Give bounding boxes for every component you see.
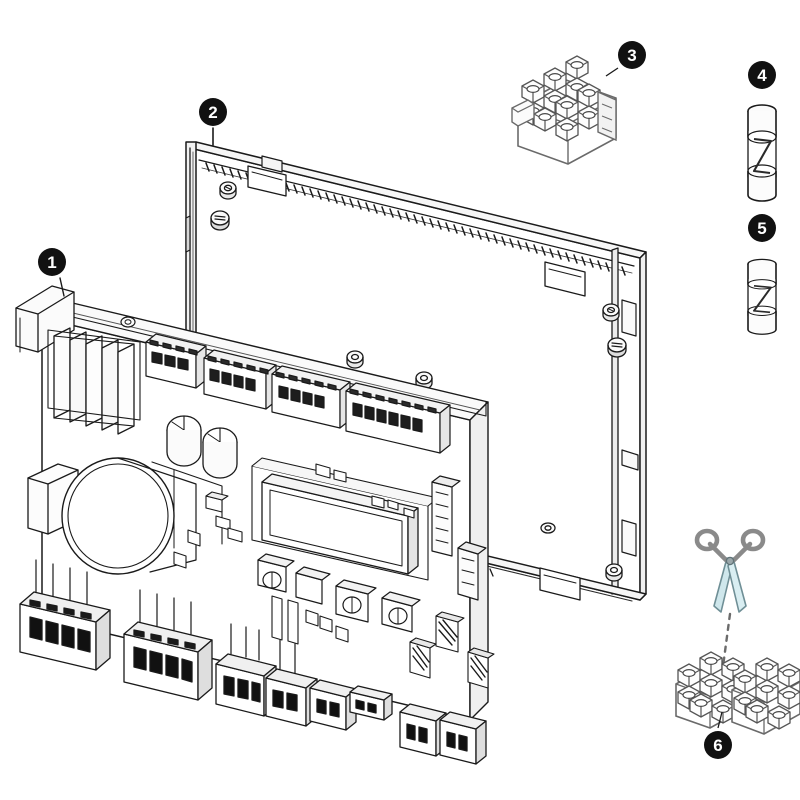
heatsink — [15, 285, 141, 535]
callout-badge-4[interactable]: 4 — [748, 61, 776, 89]
part-fuse-small — [746, 258, 778, 336]
pin-header — [409, 611, 495, 689]
part-terminal-block-connector — [511, 55, 619, 165]
edge-connector — [431, 475, 487, 601]
callout-badge-1[interactable]: 1 — [38, 248, 66, 276]
callout-badge-2[interactable]: 2 — [199, 98, 227, 126]
callout-badge-3[interactable]: 3 — [618, 41, 646, 69]
part-terminal-block-strip — [675, 651, 800, 735]
pluggable-terminal-block — [19, 559, 487, 765]
tool-scissors — [694, 528, 766, 613]
capacitor — [166, 415, 238, 479]
callout-badge-5[interactable]: 5 — [748, 214, 776, 242]
part-fuse-large — [746, 103, 778, 203]
component — [173, 463, 415, 645]
mounting-standoff — [210, 181, 627, 582]
part-control-board — [15, 277, 495, 765]
cut-line — [720, 612, 732, 676]
relay — [257, 553, 421, 633]
pcb-terminal-block-row — [145, 333, 451, 454]
callout-badge-6[interactable]: 6 — [704, 731, 732, 759]
